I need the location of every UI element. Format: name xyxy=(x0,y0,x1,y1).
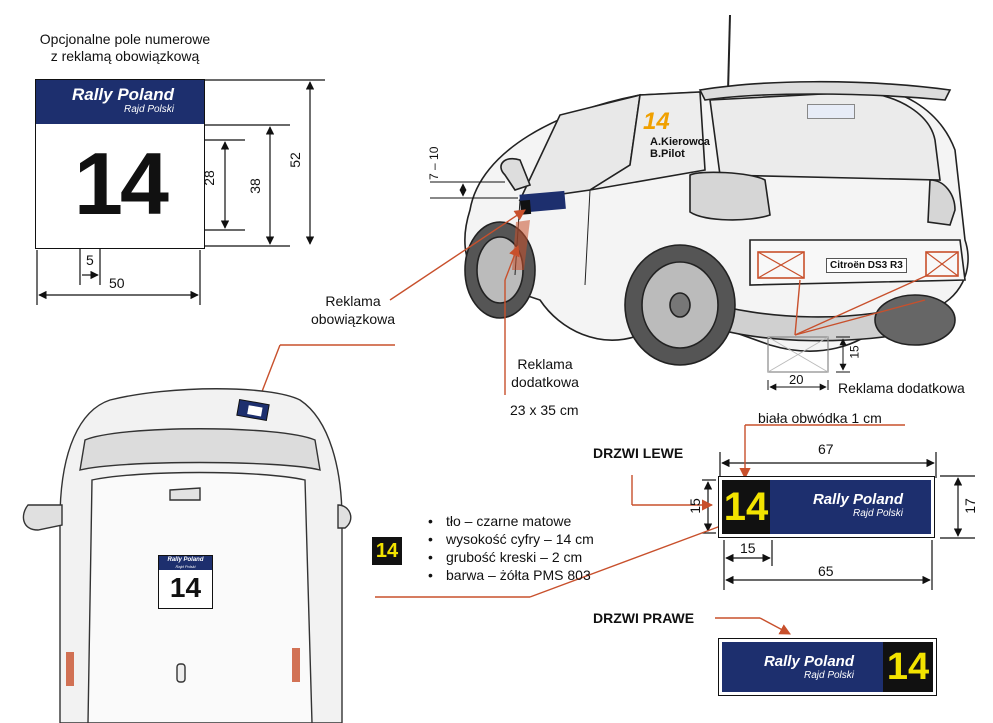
left-door-brand-block: Rally Poland Rajd Polski xyxy=(798,492,903,520)
right-door-panel: Rally Poland Rajd Polski 14 xyxy=(722,642,933,692)
mirror-dim: 7 – 10 xyxy=(427,147,441,180)
dim-38: 38 xyxy=(246,178,263,194)
driver-2: B.Pilot xyxy=(650,148,685,160)
spec-list: tło – czarne matowe wysokość cyfry – 14 … xyxy=(428,512,594,584)
rear-window-number: 14 xyxy=(643,108,670,135)
right-door-plate: Rally Poland Rajd Polski 14 xyxy=(718,638,937,696)
right-door-brand: Rally Poland xyxy=(763,653,854,670)
rear-car-door-ads xyxy=(430,181,566,395)
plate-number: 14 xyxy=(74,134,169,233)
door-dim-17-h: 17 xyxy=(961,498,978,514)
extra-ad-line1: Reklama xyxy=(517,356,573,372)
rear-window-sticker xyxy=(807,104,855,119)
roof-badge-small xyxy=(236,398,270,422)
extra-ad-size: 23 x 35 cm xyxy=(510,402,579,418)
door-dimensions xyxy=(702,452,975,590)
mirror-dim-text: 7 – 10 xyxy=(427,146,441,180)
left-door-brand: Rally Poland xyxy=(812,491,903,508)
roof-plate-number: 14 xyxy=(169,572,202,603)
mandatory-ad-line2: obowiązkowa xyxy=(310,311,396,327)
mandatory-ad-line1: Reklama xyxy=(325,293,381,309)
top-side-marks xyxy=(66,648,300,686)
roof-plate: Rally Poland Rajd Polski 14 xyxy=(158,555,213,609)
left-door-plate: 14 Rally Poland Rajd Polski xyxy=(718,476,935,538)
dim-50: 50 xyxy=(109,275,125,291)
door-dim-65: 65 xyxy=(818,563,834,579)
dim-5: 5 xyxy=(86,252,94,268)
roof-plate-brand: Rally Poland xyxy=(167,557,204,563)
roof-plate-brand-sub: Rajd Polski xyxy=(175,564,196,569)
dim-52: 52 xyxy=(286,152,303,168)
plate-caption: Opcjonalne pole numerowe z reklamą obowi… xyxy=(20,31,230,65)
plate-brand-sub: Rajd Polski xyxy=(123,104,174,115)
right-door-number: 14 xyxy=(883,642,933,692)
plate-brand: Rally Poland xyxy=(71,85,174,104)
rear-model-plate: Citroën DS3 R3 xyxy=(826,258,907,273)
left-door-panel: 14 Rally Poland Rajd Polski xyxy=(722,480,931,534)
door-arrows xyxy=(375,424,905,635)
door-dim-15-h: 15 xyxy=(686,498,703,514)
driver-1: A.Kierowca xyxy=(650,136,710,148)
left-door-brand-sub: Rajd Polski xyxy=(852,508,903,519)
plate-caption-line1: Opcjonalne pole numerowe xyxy=(39,31,211,47)
spec-item: grubość kreski – 2 cm xyxy=(428,548,594,566)
extra-ad-line2: dodatkowa xyxy=(511,374,579,390)
right-door-title: DRZWI PRAWE xyxy=(593,610,695,626)
spec-badge: 14 xyxy=(372,537,402,565)
left-door-number: 14 xyxy=(722,480,770,534)
rear-extra-ad-label: Reklama dodatkowa xyxy=(838,380,965,396)
right-door-brand-block: Rally Poland Rajd Polski xyxy=(736,654,854,682)
spec-item: tło – czarne matowe xyxy=(428,512,594,530)
roof-plate-brand-bar: Rally Poland Rajd Polski xyxy=(159,556,212,570)
dim-28: 28 xyxy=(200,170,217,186)
left-door-title: DRZWI LEWE xyxy=(593,445,684,461)
spec-item: barwa – żółta PMS 803 xyxy=(428,566,594,584)
door-dim-67: 67 xyxy=(818,441,834,457)
number-plate: Rally Poland Rajd Polski 14 xyxy=(35,79,205,249)
border-note: biała obwódka 1 cm xyxy=(758,410,882,426)
rear-window-drivers: A.Kierowca B.Pilot xyxy=(650,136,710,160)
car-rear-view xyxy=(464,14,969,366)
door-dim-15-w: 15 xyxy=(740,540,756,556)
plate-brand-bar: Rally Poland Rajd Polski xyxy=(36,80,204,124)
plate-caption-line2: z reklamą obowiązkową xyxy=(50,48,200,64)
rear-dim-20: 20 xyxy=(789,372,804,387)
rear-ad-boxes xyxy=(757,251,959,391)
mandatory-ad-label: Reklama obowiązkowa xyxy=(298,292,408,328)
rear-dim-15: 15 xyxy=(847,345,862,359)
spec-item: wysokość cyfry – 14 cm xyxy=(428,530,594,548)
extra-ad-label: Reklama dodatkowa xyxy=(505,355,585,391)
right-door-brand-sub: Rajd Polski xyxy=(803,670,854,681)
